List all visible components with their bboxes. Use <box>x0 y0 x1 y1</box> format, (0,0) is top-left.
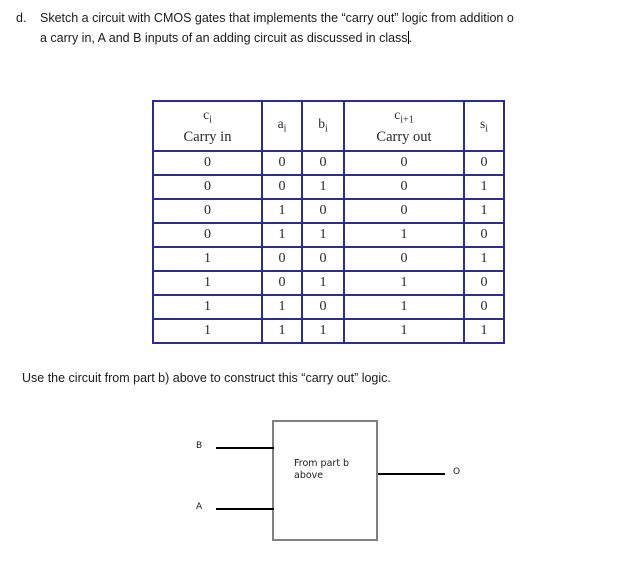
subscript-i: i <box>324 123 328 135</box>
cell-carry-in: 1 <box>152 318 263 344</box>
cell-ai: 0 <box>261 150 303 176</box>
cell-carry-out: 0 <box>343 174 465 200</box>
cell-bi: 0 <box>301 246 345 272</box>
cell-bi: 1 <box>301 174 345 200</box>
cell-carry-out: 1 <box>343 294 465 320</box>
cell-bi: 1 <box>301 318 345 344</box>
cell-carry-in: 0 <box>152 174 263 200</box>
cell-carry-in: 1 <box>152 246 263 272</box>
cell-si: 0 <box>463 150 505 176</box>
question-line-1: Sketch a circuit with CMOS gates that im… <box>40 11 514 25</box>
cell-ai: 1 <box>261 198 303 224</box>
table-header-row: ci Carry in ai bi ci+1 Carry out si <box>152 100 505 152</box>
wire-input-b <box>216 447 274 449</box>
subscript-i: i <box>209 114 212 126</box>
pin-label-b: B <box>196 441 203 451</box>
cell-si: 1 <box>463 174 505 200</box>
cell-carry-out: 1 <box>343 270 465 296</box>
question-line-2: a carry in, A and B inputs of an adding … <box>40 31 408 45</box>
caption-line-1: From part b <box>294 458 350 469</box>
cell-bi: 1 <box>301 222 345 248</box>
pin-label-a: A <box>196 502 203 512</box>
cell-bi: 1 <box>301 270 345 296</box>
cell-ai: 0 <box>261 270 303 296</box>
cell-carry-out: 1 <box>343 222 465 248</box>
cell-si: 1 <box>463 246 505 272</box>
cell-carry-in: 1 <box>152 294 263 320</box>
cell-bi: 0 <box>301 198 345 224</box>
header-symbol-ci: ci <box>203 107 212 126</box>
cell-bi: 0 <box>301 150 345 176</box>
cell-si: 1 <box>463 318 505 344</box>
question-line-2-wrapper: a carry in, A and B inputs of an adding … <box>40 31 413 45</box>
cell-ai: 1 <box>261 222 303 248</box>
cell-si: 1 <box>463 198 505 224</box>
wire-input-a <box>216 508 274 510</box>
cell-ai: 1 <box>261 294 303 320</box>
cell-si: 0 <box>463 294 505 320</box>
cell-carry-in: 1 <box>152 270 263 296</box>
cell-ai: 1 <box>261 318 303 344</box>
instruction-text: Use the circuit from part b) above to co… <box>22 371 391 385</box>
text-caret <box>407 31 409 44</box>
caption-line-2: above <box>294 470 324 481</box>
cell-carry-out: 1 <box>343 318 465 344</box>
cell-si: 0 <box>463 222 505 248</box>
cell-si: 0 <box>463 270 505 296</box>
header-carry-in: ci Carry in <box>152 100 263 152</box>
question-text: Sketch a circuit with CMOS gates that im… <box>40 8 630 48</box>
truth-table-head: ci Carry in ai bi ci+1 Carry out si <box>152 100 505 152</box>
header-ai: ai <box>261 100 303 152</box>
subscript-i: i <box>485 123 489 135</box>
wire-output <box>378 473 445 475</box>
header-carry-out: ci+1 Carry out <box>343 100 465 152</box>
cell-carry-in: 0 <box>152 222 263 248</box>
circuit-block <box>272 420 378 541</box>
cell-carry-in: 0 <box>152 198 263 224</box>
header-name-carry-out: Carry out <box>376 128 432 145</box>
cell-carry-in: 0 <box>152 150 263 176</box>
subscript-i-plus-1: i+1 <box>400 114 414 126</box>
question-marker: d. <box>16 11 27 25</box>
subscript-i: i <box>283 123 287 135</box>
cell-carry-out: 0 <box>343 198 465 224</box>
cell-ai: 0 <box>261 174 303 200</box>
header-symbol-si: si <box>479 115 489 135</box>
header-bi: bi <box>301 100 345 152</box>
header-si: si <box>463 100 505 152</box>
header-symbol-ai: ai <box>277 115 287 135</box>
cell-ai: 0 <box>261 246 303 272</box>
header-name-carry-in: Carry in <box>183 128 232 145</box>
header-symbol-ci1: ci+1 <box>394 107 414 126</box>
cell-bi: 0 <box>301 294 345 320</box>
cell-carry-out: 0 <box>343 246 465 272</box>
cell-carry-out: 0 <box>343 150 465 176</box>
circuit-block-caption: From part b above <box>294 458 349 482</box>
pin-label-output: O <box>453 467 461 477</box>
header-symbol-bi: bi <box>318 115 328 135</box>
